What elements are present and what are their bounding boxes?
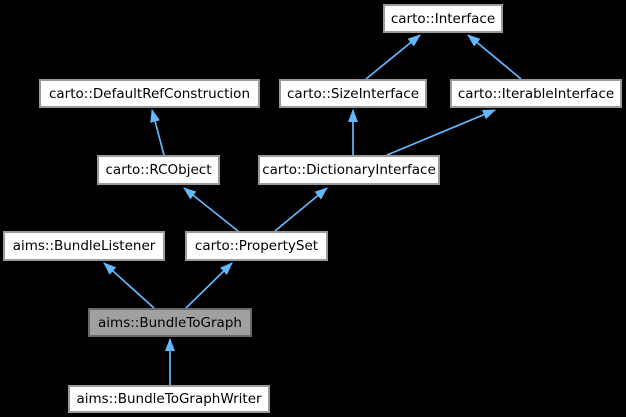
arrow-sizeinterface-to-interface: [365, 34, 421, 80]
node-carto-defaultrefconstruction[interactable]: carto::DefaultRefConstruction: [39, 79, 260, 108]
arrow-propertyset-to-rcobject: [183, 187, 239, 232]
arrow-dictionaryinterface-to-iterableinterface: [386, 109, 496, 156]
node-aims-bundletograph-current: aims::BundleToGraph: [88, 308, 252, 337]
arrow-bundletograph-to-propertyset: [185, 262, 233, 309]
node-carto-iterableinterface[interactable]: carto::IterableInterface: [450, 79, 622, 108]
arrow-iterableinterface-to-interface: [467, 34, 522, 80]
arrow-rcobject-to-defaultrefconstruction: [150, 109, 165, 156]
node-carto-propertyset[interactable]: carto::PropertySet: [185, 231, 328, 261]
arrow-propertyset-to-dictionaryinterface: [274, 187, 328, 232]
node-carto-sizeinterface[interactable]: carto::SizeInterface: [279, 79, 427, 108]
node-carto-interface[interactable]: carto::Interface: [383, 4, 503, 33]
arrow-bundletograph-to-bundlelistener: [103, 262, 155, 309]
node-carto-rcobject[interactable]: carto::RCObject: [97, 155, 220, 185]
node-aims-bundletographwriter[interactable]: aims::BundleToGraphWriter: [68, 385, 270, 413]
node-aims-bundlelistener[interactable]: aims::BundleListener: [3, 231, 165, 261]
node-carto-dictionaryinterface[interactable]: carto::DictionaryInterface: [258, 155, 440, 185]
